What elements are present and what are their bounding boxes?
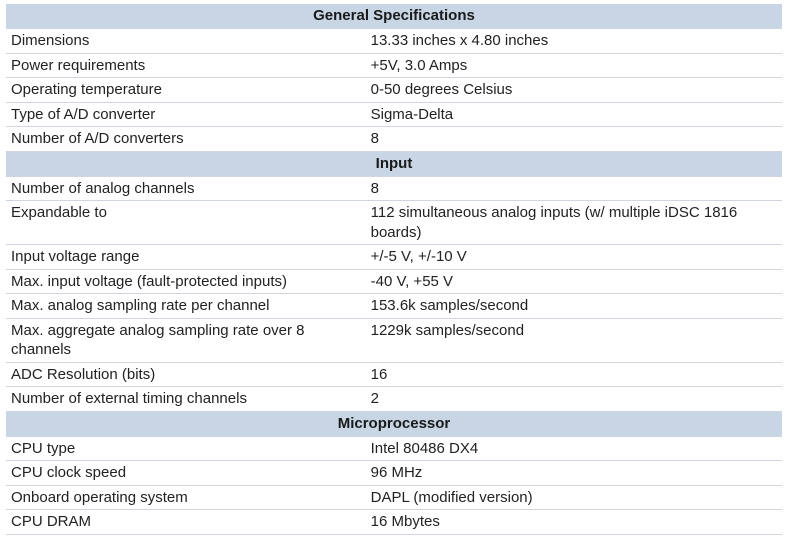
spec-value: 2 [365, 386, 782, 412]
spec-label: CPU type [6, 436, 366, 461]
table-row: Onboard operating system DAPL (modified … [6, 485, 782, 510]
spec-value: +5V, 3.0 Amps [365, 53, 782, 78]
spec-value: 8 [365, 126, 782, 152]
spec-label: Max. analog sampling rate per channel [6, 293, 366, 319]
table-row: Number of external timing channels 2 [6, 386, 782, 412]
table-row: ADC Resolution (bits) 16 [6, 362, 782, 387]
spec-value: 1229k samples/second [365, 318, 782, 363]
spec-label: ADC Resolution (bits) [6, 362, 366, 387]
spec-label: Max. input voltage (fault-protected inpu… [6, 269, 366, 294]
table-row: Max. aggregate analog sampling rate over… [6, 318, 782, 363]
spec-label: CPU clock speed [6, 460, 366, 486]
section-title: Input [6, 151, 782, 177]
table-row: Input voltage range +/-5 V, +/-10 V [6, 244, 782, 270]
spec-value: 13.33 inches x 4.80 inches [365, 28, 782, 54]
spec-value: DAPL (modified version) [365, 485, 782, 510]
spec-label: Input voltage range [6, 244, 366, 270]
spec-label: Number of external timing channels [6, 386, 366, 412]
section-title: Microprocessor [6, 411, 782, 437]
table-row: CPU clock speed 96 MHz [6, 460, 782, 486]
spec-label: Max. aggregate analog sampling rate over… [6, 318, 366, 363]
spec-value: Intel 80486 DX4 [365, 436, 782, 461]
table-row: Dimensions 13.33 inches x 4.80 inches [6, 28, 782, 54]
table-row: Power requirements +5V, 3.0 Amps [6, 53, 782, 78]
table-row: CPU DRAM 16 Mbytes [6, 509, 782, 535]
table-row: CPU type Intel 80486 DX4 [6, 436, 782, 461]
spec-value: 16 Mbytes [365, 509, 782, 535]
spec-value: Sigma-Delta [365, 102, 782, 127]
table-row: Max. input voltage (fault-protected inpu… [6, 269, 782, 294]
spec-label: Onboard operating system [6, 485, 366, 510]
section-header-input: Input [6, 151, 782, 177]
spec-label: Type of A/D converter [6, 102, 366, 127]
table-row: Number of A/D converters 8 [6, 126, 782, 152]
spec-label: Power requirements [6, 53, 366, 78]
spec-value: 0-50 degrees Celsius [365, 77, 782, 103]
table-row: Operating temperature 0-50 degrees Celsi… [6, 77, 782, 103]
spec-value: 96 MHz [365, 460, 782, 486]
spec-label: Number of analog channels [6, 176, 366, 201]
spec-label: Operating temperature [6, 77, 366, 103]
specifications-table: General Specifications Dimensions 13.33 … [6, 4, 782, 535]
spec-label: Expandable to [6, 200, 366, 245]
table-row: Expandable to 112 simultaneous analog in… [6, 200, 782, 245]
spec-value: 16 [365, 362, 782, 387]
spec-label: Dimensions [6, 28, 366, 54]
table-row: Type of A/D converter Sigma-Delta [6, 102, 782, 127]
table-row: Number of analog channels 8 [6, 176, 782, 201]
spec-value: 153.6k samples/second [365, 293, 782, 319]
spec-label: Number of A/D converters [6, 126, 366, 152]
section-header-general: General Specifications [6, 4, 782, 29]
spec-value: -40 V, +55 V [365, 269, 782, 294]
spec-value: 8 [365, 176, 782, 201]
spec-value: +/-5 V, +/-10 V [365, 244, 782, 270]
spec-value: 112 simultaneous analog inputs (w/ multi… [365, 200, 782, 245]
section-title: General Specifications [6, 4, 782, 29]
spec-label: CPU DRAM [6, 509, 366, 535]
table-row: Max. analog sampling rate per channel 15… [6, 293, 782, 319]
section-header-microprocessor: Microprocessor [6, 411, 782, 437]
